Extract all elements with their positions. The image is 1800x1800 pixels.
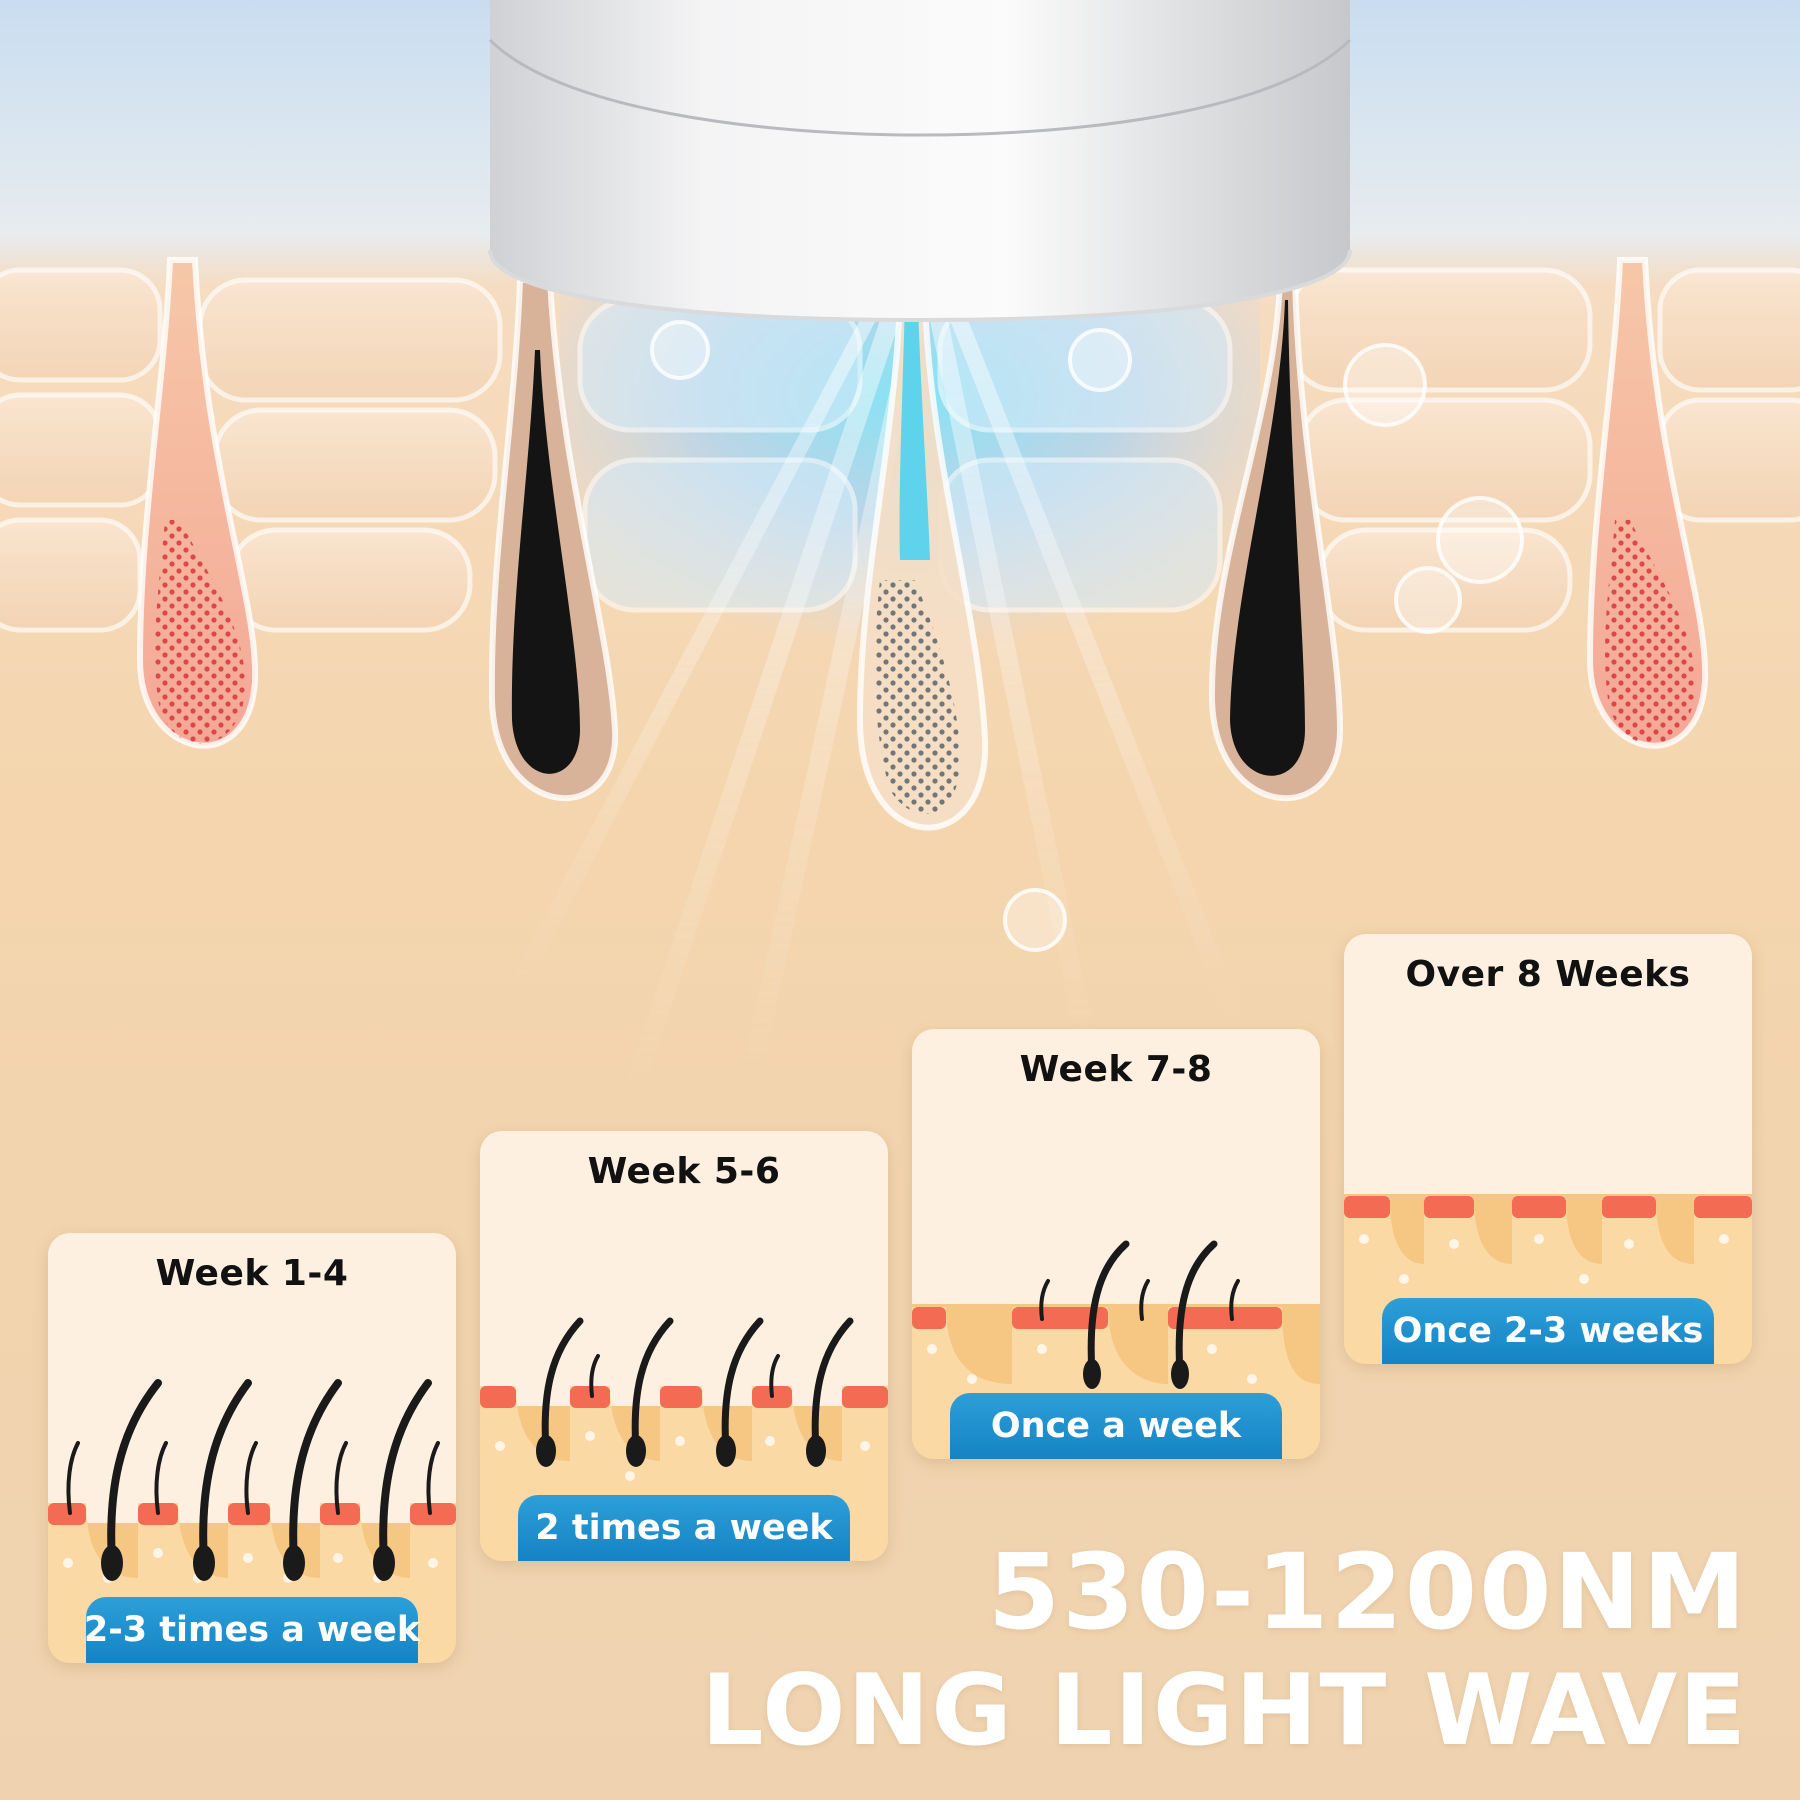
card-week-1-4: Week 1-4 2-3 times a week (48, 1233, 456, 1663)
card-over-8-weeks: Over 8 Weeks Once 2-3 weeks (1344, 934, 1752, 1364)
card-title: Over 8 Weeks (1405, 954, 1691, 995)
card-week-7-8: Week 7-8 Once a week (912, 1029, 1320, 1459)
frequency-badge: 2 times a week (518, 1495, 850, 1561)
wavelength-heading: 530-1200NM (987, 1531, 1748, 1653)
frequency-badge: 2-3 times a week (84, 1597, 420, 1663)
long-light-wave-heading: LONG LIGHT WAVE (701, 1654, 1748, 1768)
card-title: Week 5-6 (587, 1151, 781, 1192)
card-title: Week 7-8 (1019, 1049, 1213, 1090)
frequency-badge: Once a week (950, 1393, 1282, 1459)
card-week-5-6: Week 5-6 2 times a week (480, 1131, 888, 1561)
card-title: Week 1-4 (155, 1253, 349, 1294)
frequency-badge: Once 2-3 weeks (1382, 1298, 1714, 1364)
